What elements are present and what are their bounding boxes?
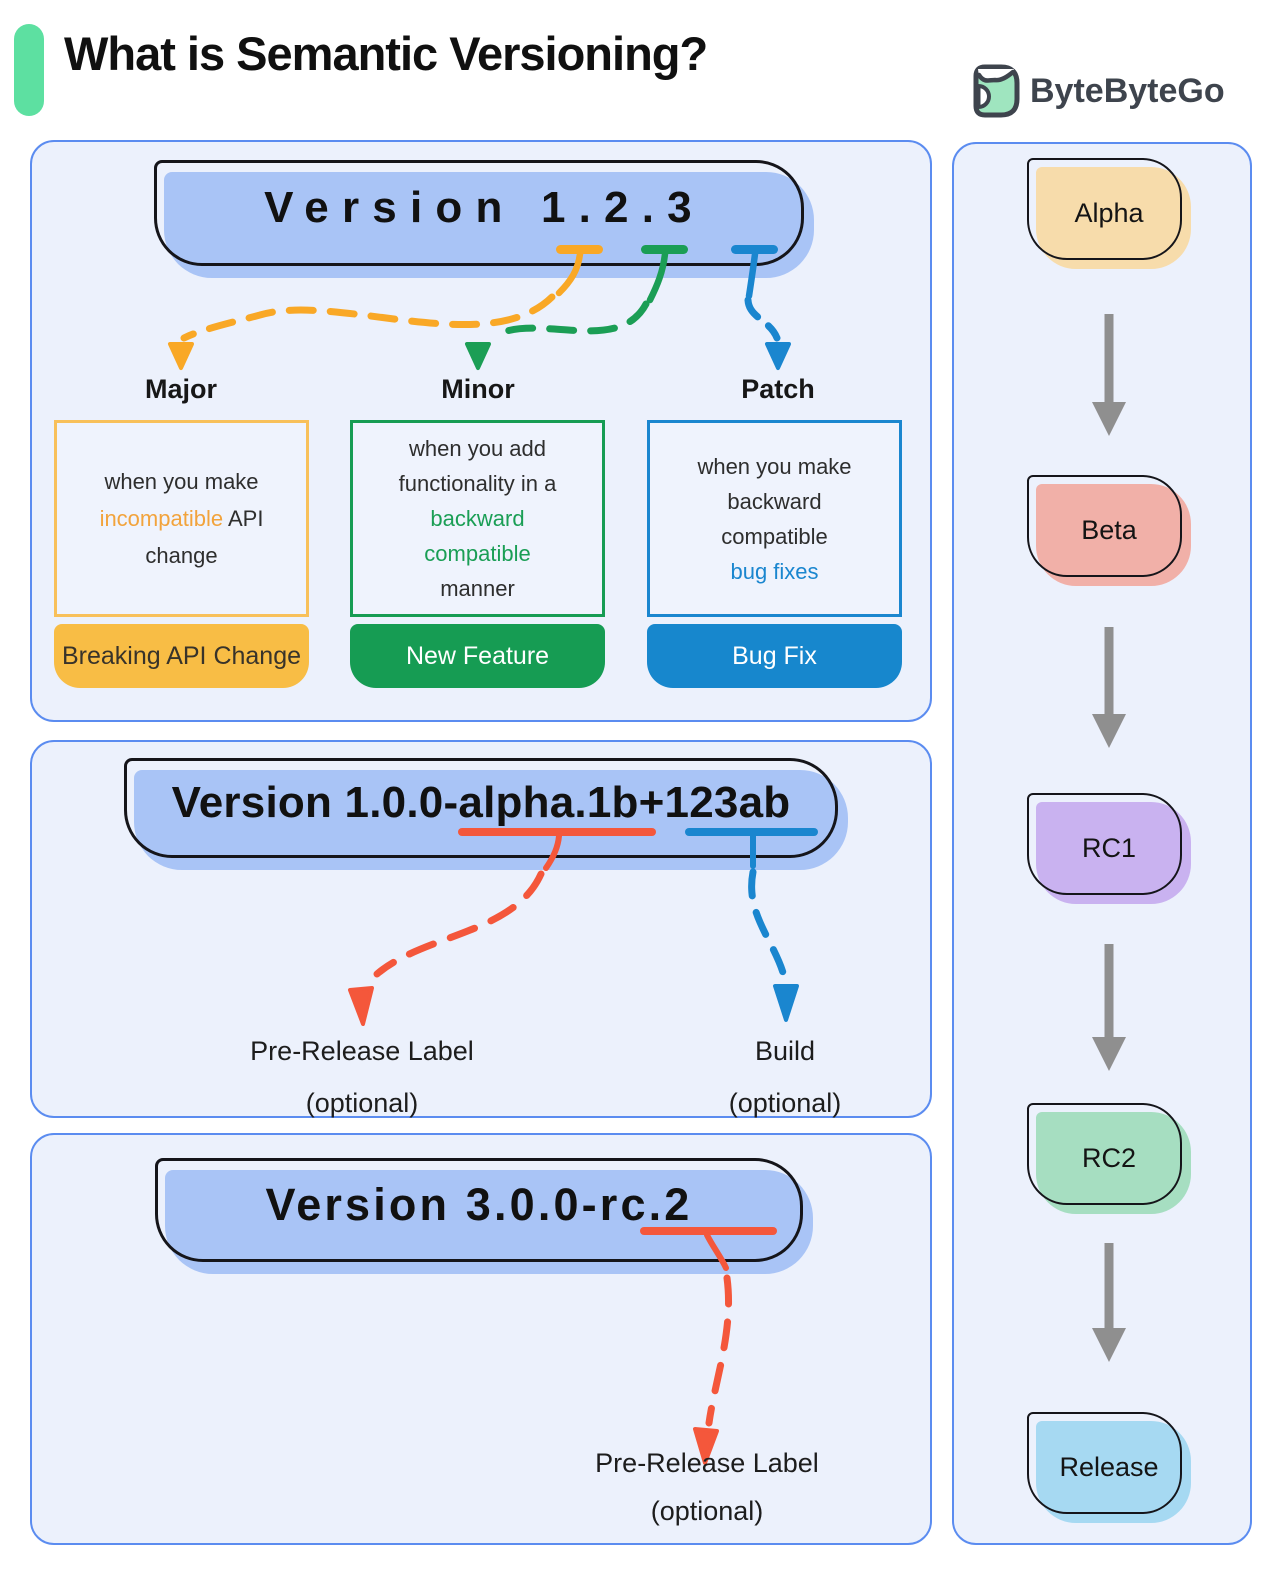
patch-desc-line2: backward [727,488,822,514]
panel-version-300-rc2: Version 3.0.0-rc.2 Pre-Release Label (op… [30,1133,932,1545]
prerelease-label: Pre-Release Label [250,1036,474,1066]
rc2-prerelease-arrow [705,1274,733,1427]
minor-label: Minor [441,374,515,404]
stage-beta: Beta [1027,475,1191,586]
stage-alpha: Alpha [1027,158,1191,269]
patch-arrow [744,296,781,342]
stage-rc2: RC2 [1027,1103,1191,1214]
stage-beta-label: Beta [1081,515,1137,545]
patch-arrowhead [765,342,791,370]
minor-desc-line2: functionality in a [398,471,557,496]
build-label: Build [754,1036,816,1066]
page-title: What is Semantic Versioning? [64,27,708,80]
stage-release: Release [1027,1412,1191,1523]
stage-release-label: Release [1059,1452,1159,1482]
major-desc-line1: when you make [104,469,259,494]
title-accent-bar [14,24,44,116]
stage-outline [1027,793,1182,895]
panel-version-123: Version 1.2.3 Major Minor Patch when you… [30,140,932,722]
build-arrowhead [773,984,799,1022]
minor-desc-line5: manner [440,576,515,601]
minor-arrowhead [465,342,491,370]
prerelease-arrow [373,870,545,978]
prerelease-arrowhead [348,986,374,1026]
stage-outline [1027,1103,1182,1205]
major-arrowhead [168,342,194,370]
major-label: Major [144,374,217,404]
bytebytego-icon [973,64,1020,118]
major-desc-line3: change [145,543,218,568]
patch-desc-line1: when you make [697,453,852,479]
build-optional: (optional) [728,1088,842,1118]
build-arrow [748,868,788,980]
stage-rc2-label: RC2 [1081,1143,1136,1173]
prerelease-optional: (optional) [305,1088,419,1118]
minor-description-box: when you add functionality in a backward… [350,420,605,617]
brand-logo: ByteByteGo [972,64,1225,118]
stage-outline [1027,475,1182,577]
pill-outline [124,758,838,858]
patch-footer-tag: Bug Fix [647,624,902,688]
version-pill-123: Version 1.2.3 [154,160,814,278]
rc2-prerelease-label: Pre-Release Label [595,1448,819,1478]
version-300-rc2-text: Version 3.0.0-rc.2 [265,1179,693,1230]
pill-outline [155,1158,803,1262]
patch-description-box: when you make backward compatible bug fi… [647,420,902,617]
stage-outline [1027,1412,1182,1514]
patch-desc-line3: compatible [721,523,828,549]
version-pill-100-alpha: Version 1.0.0-alpha.1b+123ab [124,758,848,870]
major-description-box: when you make incompatible API change [54,420,309,617]
stage-outline [1027,158,1182,260]
brand-name: ByteByteGo [1030,71,1225,110]
pill-fill [164,172,814,278]
panel-version-100-alpha: Version 1.0.0-alpha.1b+123ab Pre-Release… [30,740,932,1118]
rc2-prerelease-optional: (optional) [650,1496,764,1526]
major-footer-tag: Breaking API Change [54,624,309,688]
version-pill-300-rc2: Version 3.0.0-rc.2 [155,1158,813,1274]
version-123-text: Version 1.2.3 [264,183,705,232]
panel-release-pipeline: Alpha Beta RC1 RC2 Release [952,142,1252,1545]
major-desc-line2: incompatible API [99,506,264,531]
pill-fill [134,770,848,870]
minor-footer-tag: New Feature [350,624,605,688]
major-arrow [180,293,556,342]
stage-alpha-label: Alpha [1074,198,1144,228]
stage-rc1-label: RC1 [1081,833,1136,863]
stage-rc1: RC1 [1027,793,1191,904]
major-desc-highlight: incompatible [99,506,224,531]
minor-arrow [490,300,650,340]
minor-desc-highlight2: compatible [424,541,531,566]
patch-desc-highlight: bug fixes [730,558,819,584]
minor-desc-highlight1: backward [430,506,525,531]
version-100-alpha-text: Version 1.0.0-alpha.1b+123ab [171,778,791,827]
pill-outline [154,160,804,266]
minor-desc-line1: when you add [409,436,546,461]
patch-label: Patch [741,374,815,404]
